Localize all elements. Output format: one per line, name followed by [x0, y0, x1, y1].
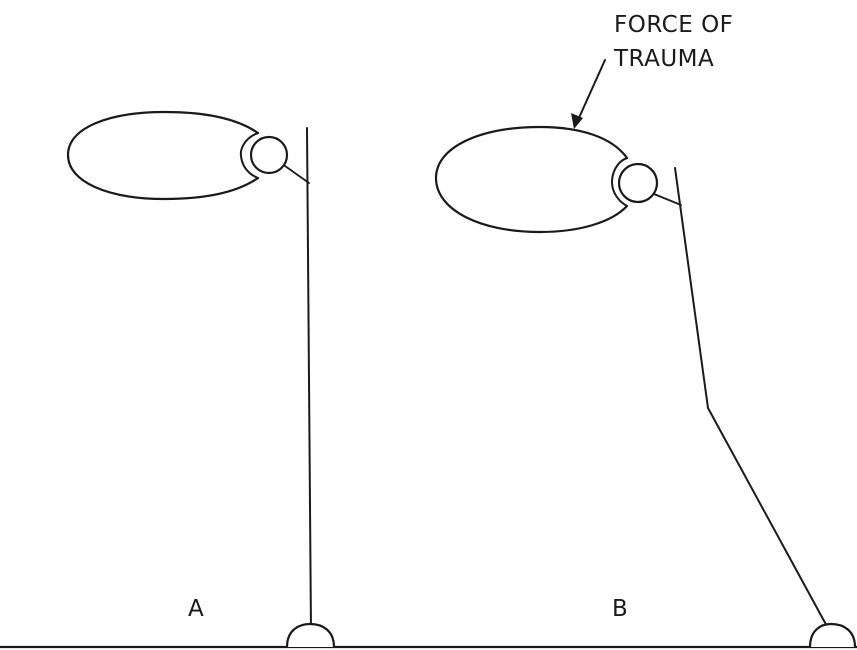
panel-a: A: [66, 110, 336, 649]
panel-a-joint-ball: [249, 135, 289, 175]
panel-b-foot: [808, 622, 857, 649]
annotation-line-2: TRAUMA: [613, 46, 714, 72]
panel-a-socket: [239, 132, 259, 179]
panel-b-label: B: [612, 596, 628, 622]
panel-b-limb: [674, 167, 830, 631]
panel-b: B: [434, 125, 857, 649]
panel-b-body-ellipse: [434, 125, 629, 234]
force-annotation: FORCE OF TRAUMA: [571, 12, 733, 129]
panel-a-label: A: [188, 596, 204, 622]
panel-b-joint-ball: [617, 162, 659, 204]
panel-a-limb: [306, 127, 312, 633]
panel-a-body-ellipse: [66, 110, 260, 201]
panel-b-neck: [653, 193, 682, 206]
annotation-line-1: FORCE OF: [614, 12, 733, 38]
force-arrow-shaft: [577, 59, 606, 121]
force-arrow-head: [571, 113, 583, 129]
panel-b-socket: [611, 157, 628, 207]
panel-a-neck: [284, 165, 310, 184]
panel-a-foot: [285, 622, 336, 649]
